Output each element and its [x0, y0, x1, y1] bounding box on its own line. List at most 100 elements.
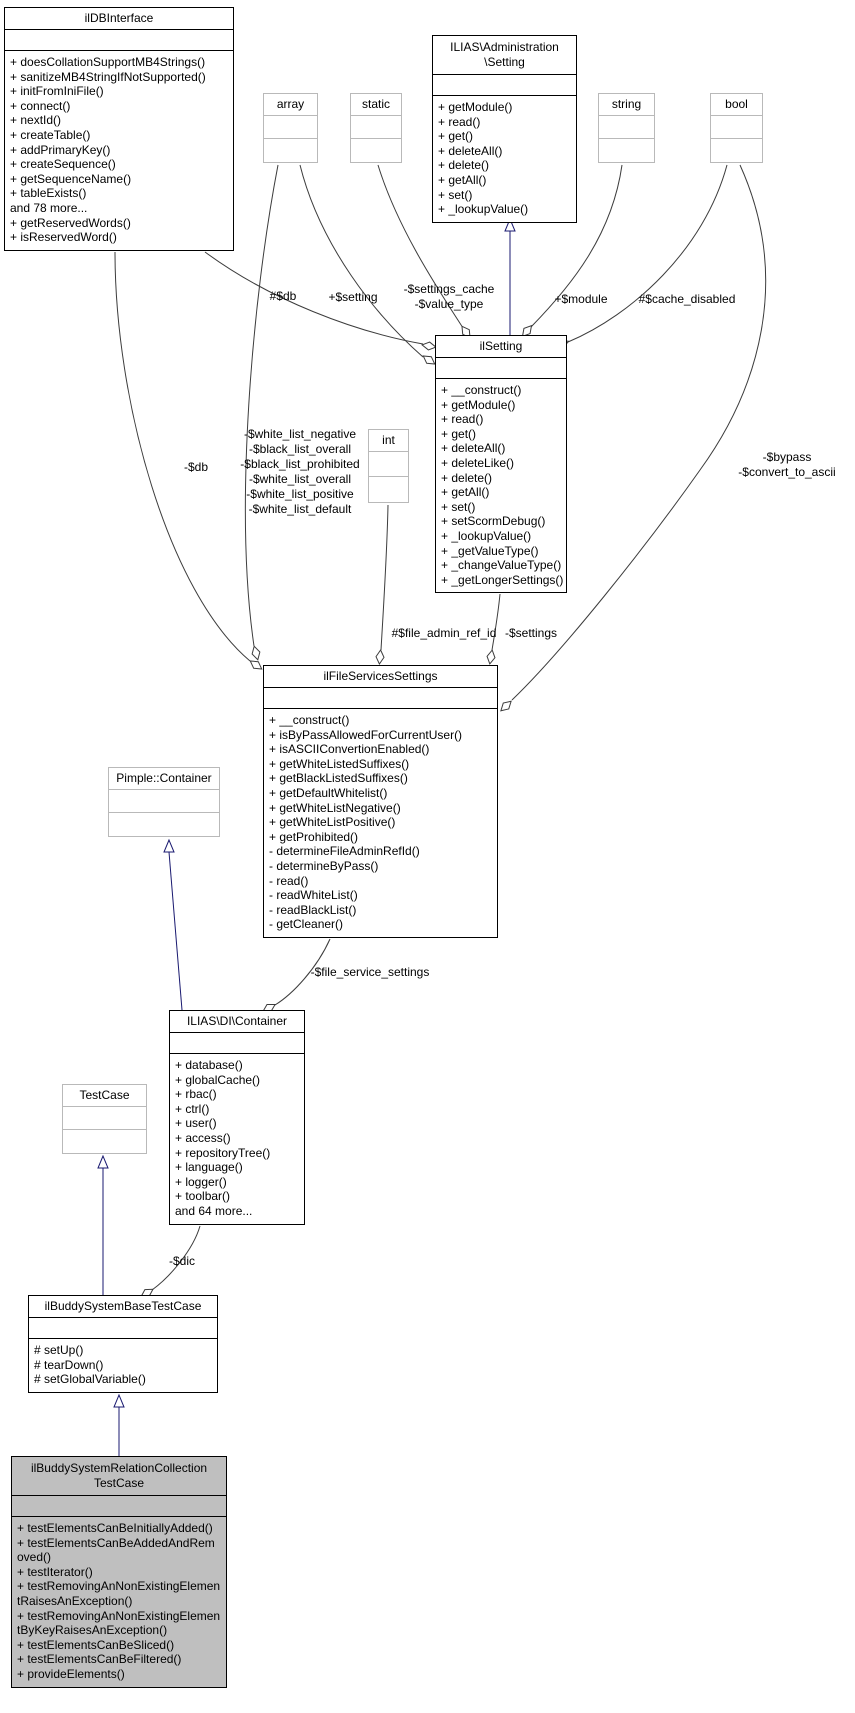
text-line: + _getValueType()	[441, 543, 539, 558]
diamond-db-fss	[249, 660, 263, 670]
diamond-db-ilsetting	[421, 341, 437, 351]
text-line: + testRemovingAnNonExistingElementRaises…	[17, 1579, 221, 1608]
text-line: + addPrimaryKey()	[10, 142, 111, 157]
class-box-int: int	[368, 429, 409, 503]
text-line: + getWhiteListNegative()	[269, 800, 401, 815]
attributes-compartment	[351, 116, 401, 139]
edge-ilsetting-fss	[491, 593, 501, 651]
inheritance-arrow-basetestcase	[113, 1393, 125, 1408]
edge-label-file-admin-ref-id: #$file_admin_ref_id	[391, 626, 497, 640]
class-box-di-container[interactable]: ILIAS\DI\Container + database()+ globalC…	[169, 1010, 305, 1225]
text-line: + read()	[441, 412, 484, 427]
text-line: + __construct()	[269, 713, 350, 727]
edge-int-fss	[380, 504, 389, 651]
text-line: + isReservedWord()	[10, 230, 117, 245]
diamond-settings	[486, 649, 496, 665]
class-box-static: static	[350, 93, 402, 163]
inheritance-arrow-pimple	[163, 838, 175, 853]
edge-label-bypass: -$bypass-$convert_to_ascii	[738, 450, 835, 480]
edge-static-ilsetting	[377, 164, 464, 329]
text-line: + isASCIIConvertionEnabled()	[269, 742, 430, 757]
methods-compartment	[599, 139, 654, 162]
inheritance-edges	[97, 217, 516, 1456]
text-line: + getDefaultWhitelist()	[269, 785, 388, 800]
text-line: -$black_list_overall	[248, 442, 352, 456]
class-box-ildbinterface[interactable]: ilDBInterface + doesCollationSupportMB4S…	[4, 7, 234, 251]
text-line: + _getLongerSettings()	[441, 572, 564, 587]
edge-label-settings: -$settings	[504, 626, 558, 640]
class-box-pimple-container: Pimple::Container	[108, 767, 220, 837]
text-line: + setScormDebug()	[441, 514, 546, 529]
class-title: ilSetting	[436, 336, 566, 358]
methods-compartment	[369, 477, 408, 502]
class-box-admin-setting[interactable]: ILIAS\Administration\Setting + getModule…	[432, 35, 577, 223]
class-box-ilfileservicessettings[interactable]: ilFileServicesSettings + __construct()+ …	[263, 665, 498, 938]
text-line: + testRemovingAnNonExistingElementByKeyR…	[17, 1608, 221, 1638]
text-line: + toolbar()	[175, 1189, 231, 1204]
attributes-compartment	[599, 116, 654, 139]
text-line: + getModule()	[438, 100, 513, 114]
attributes-compartment	[436, 358, 566, 379]
class-title: static	[351, 94, 401, 116]
text-line: + getReservedWords()	[10, 215, 131, 230]
class-box-testcase: TestCase	[62, 1084, 147, 1154]
text-line: + read()	[438, 114, 481, 129]
edge-label-settings-cache: -$settings_cache-$value_type	[404, 282, 495, 312]
text-line: + database()	[175, 1058, 243, 1072]
attributes-compartment	[264, 116, 317, 139]
edge-bool-fss	[511, 164, 767, 701]
text-line: + testIterator()	[17, 1564, 93, 1579]
edge-label-db-fss: -$db	[183, 460, 209, 474]
text-line: - determineFileAdminRefId()	[269, 844, 420, 859]
text-line: + testElementsCanBeSliced()	[17, 1637, 175, 1652]
text-line: + _changeValueType()	[441, 558, 562, 573]
edge-label-cache-disabled: #$cache_disabled	[638, 292, 736, 306]
edge-label-dic: -$dic	[168, 1254, 196, 1268]
text-line: -$convert_to_ascii	[738, 465, 836, 479]
attributes-compartment	[711, 116, 762, 139]
class-box-bool: bool	[710, 93, 763, 163]
text-line: + getWhiteListedSuffixes()	[269, 756, 410, 771]
edge-bool-ilsetting	[567, 164, 728, 343]
text-line: + get()	[441, 426, 477, 441]
text-line: \Setting	[484, 55, 525, 69]
text-line: + rbac()	[175, 1087, 217, 1102]
attributes-compartment	[264, 688, 497, 709]
text-line: + deleteAll()	[438, 143, 503, 158]
class-title: string	[599, 94, 654, 116]
methods-compartment	[711, 139, 762, 162]
diamond-setting-member	[422, 355, 436, 365]
diamond-file-admin-ref-id	[375, 649, 385, 665]
text-line: + user()	[175, 1116, 217, 1131]
methods-compartment: + doesCollationSupportMB4Strings()+ sani…	[5, 51, 233, 250]
text-line: and 78 more...	[10, 200, 88, 215]
text-line: + createSequence()	[10, 157, 116, 172]
class-title: ILIAS\DI\Container	[170, 1011, 304, 1033]
methods-compartment	[63, 1130, 146, 1153]
methods-compartment	[109, 813, 219, 836]
text-line: -$settings_cache	[403, 282, 495, 296]
attributes-compartment	[109, 790, 219, 813]
text-line: + get()	[438, 129, 474, 144]
text-line: + access()	[175, 1130, 231, 1145]
class-box-ilsetting[interactable]: ilSetting + __construct()+ getModule()+ …	[435, 335, 567, 594]
inheritance-arrow-testcase	[97, 1154, 109, 1169]
inheritance-arrow-adminsetting	[504, 217, 516, 232]
text-line: -$white_list_default	[248, 502, 352, 516]
attributes-compartment	[369, 452, 408, 477]
class-title: array	[264, 94, 317, 116]
class-title: TestCase	[63, 1085, 146, 1107]
text-line: + _lookupValue()	[441, 528, 532, 543]
methods-compartment: + __construct()+ isByPassAllowedForCurre…	[264, 709, 497, 937]
text-line: and 64 more...	[175, 1203, 253, 1218]
methods-compartment	[351, 139, 401, 162]
text-line: -$white_list_positive	[246, 487, 354, 501]
text-line: + provideElements()	[17, 1666, 125, 1681]
text-line: - determineByPass()	[269, 858, 379, 873]
text-line: + getModule()	[441, 397, 516, 412]
text-line: - readBlackList()	[269, 902, 357, 917]
class-box-buddysystem-base-testcase[interactable]: ilBuddySystemBaseTestCase # setUp()# tea…	[28, 1295, 218, 1393]
